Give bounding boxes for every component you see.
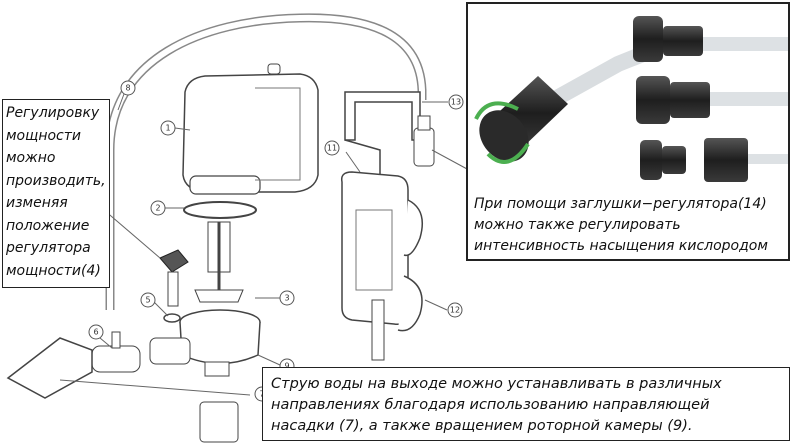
suction-cups <box>397 199 423 332</box>
left-note-line: регулятора <box>6 240 91 256</box>
mounting-bracket <box>344 91 421 141</box>
callout-5: 5 <box>140 292 156 308</box>
callout-2: 2 <box>150 200 166 216</box>
svg-text:13: 13 <box>451 98 461 107</box>
bottom-note-line: направлениях благодаря использованию нап… <box>271 397 710 413</box>
svg-text:5: 5 <box>145 296 150 305</box>
svg-text:3: 3 <box>284 294 289 303</box>
left-note-line: мощности <box>6 127 81 144</box>
callout-8: 8 <box>120 80 136 96</box>
left-note-line: мощности(4) <box>6 262 101 279</box>
bottom-note-line: насадки (7), а также вращением роторной … <box>271 418 693 434</box>
small-ring <box>163 313 181 323</box>
svg-text:9: 9 <box>284 362 289 371</box>
photo-caption-line: интенсивность насыщения кислородом <box>474 238 768 254</box>
rotor-chamber <box>149 309 261 377</box>
photo-caption-line: При помощи заглушки−регулятора(14) <box>474 196 767 212</box>
direction-nozzle <box>6 337 93 399</box>
svg-text:6: 6 <box>93 328 98 337</box>
impeller <box>194 221 244 303</box>
left-note-line: положение <box>6 217 90 234</box>
callout-1: 1 <box>160 120 176 136</box>
callout-11: 11 <box>324 140 340 156</box>
callout-6: 6 <box>88 324 104 340</box>
motor-housing <box>182 63 319 195</box>
svg-text:11: 11 <box>327 144 337 153</box>
bottom-note-line: Струю воды на выходе можно устанавливать… <box>271 376 722 392</box>
photo-inset: При помощи заглушки−регулятора(14) можно… <box>466 2 790 261</box>
outlet-pipe <box>91 331 141 373</box>
left-note-line: Регулировку <box>6 105 100 121</box>
left-note: Регулировку мощности можно производить, … <box>2 99 110 288</box>
svg-text:12: 12 <box>450 306 460 315</box>
plug-regulator <box>413 115 435 167</box>
photo-caption: При помощи заглушки−регулятора(14) можно… <box>474 194 786 257</box>
plug-photo-2 <box>636 76 710 124</box>
callout-3: 3 <box>279 290 295 306</box>
o-ring <box>183 201 257 219</box>
left-note-line: можно <box>6 150 56 166</box>
left-note-line: изменяя <box>6 195 68 211</box>
regulator-photos <box>474 16 788 182</box>
left-note-line: производить, <box>6 172 106 189</box>
power-regulator <box>159 249 189 307</box>
back-plate <box>340 171 409 361</box>
svg-text:1: 1 <box>165 124 170 133</box>
svg-text:8: 8 <box>125 84 130 93</box>
callout-12: 12 <box>447 302 463 318</box>
bottom-note: Струю воды на выходе можно устанавливать… <box>262 367 790 441</box>
photo-caption-line: можно также регулировать <box>474 217 681 233</box>
rotate-arrow-icon <box>474 101 519 120</box>
callout-13: 13 <box>448 94 464 110</box>
svg-text:2: 2 <box>155 204 160 213</box>
plug-photo-1 <box>633 16 703 62</box>
plug-photo-3 <box>640 138 748 182</box>
intake <box>199 401 239 443</box>
plug-photo-large <box>474 76 568 164</box>
